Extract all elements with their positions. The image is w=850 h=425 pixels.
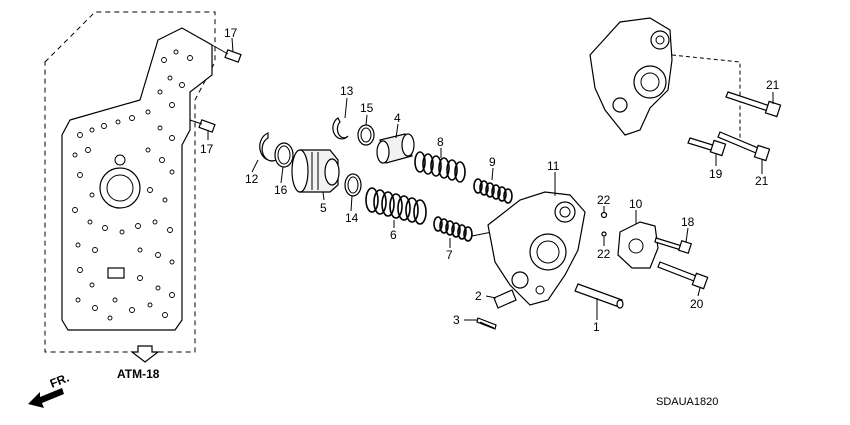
snap-ring <box>332 117 349 140</box>
callout-6: 6 <box>390 228 397 242</box>
bolt <box>725 91 782 118</box>
callout-4: 4 <box>394 111 401 125</box>
reference-label: ATM-18 <box>117 367 160 381</box>
callout-21-lower: 21 <box>755 174 769 188</box>
bolt <box>654 237 693 255</box>
bolt <box>717 131 771 162</box>
callout-5: 5 <box>320 201 327 215</box>
washer <box>601 231 607 237</box>
callout-2: 2 <box>475 289 482 303</box>
spring <box>433 216 473 242</box>
callout-18: 18 <box>681 215 695 229</box>
callout-16: 16 <box>274 183 288 197</box>
callout-10: 10 <box>629 197 643 211</box>
front-direction-arrow <box>28 388 64 408</box>
callout-12: 12 <box>245 172 259 186</box>
callout-22-upper: 22 <box>597 193 611 207</box>
spring <box>365 187 427 225</box>
reference-arrow <box>130 345 160 363</box>
callout-21-upper: 21 <box>766 78 780 92</box>
leader-lines <box>207 37 774 321</box>
bolt <box>657 261 709 290</box>
accumulator-body <box>487 191 586 306</box>
spring <box>473 178 513 204</box>
bolt <box>687 137 727 157</box>
callout-3: 3 <box>453 313 460 327</box>
callout-17-upper: 17 <box>224 26 238 40</box>
snap-ring <box>259 132 277 162</box>
callout-15: 15 <box>360 101 374 115</box>
accumulator-piston <box>291 149 340 193</box>
callout-17-lower: 17 <box>200 142 214 156</box>
callout-14: 14 <box>345 211 359 225</box>
callout-9: 9 <box>489 155 496 169</box>
callout-13: 13 <box>340 84 354 98</box>
callout-19: 19 <box>709 167 723 181</box>
direction-label: FR. <box>48 371 71 391</box>
callout-11: 11 <box>547 159 560 173</box>
diagram-code: SDAUA1820 <box>656 396 718 408</box>
upper-accumulator-body <box>589 17 673 136</box>
callout-labels: 17 17 13 15 4 8 9 11 12 16 5 14 6 7 22 2… <box>200 26 780 334</box>
callout-22-lower: 22 <box>597 247 611 261</box>
callout-1: 1 <box>593 320 600 334</box>
spring <box>414 151 466 183</box>
accumulator-cover <box>617 221 659 269</box>
callout-20: 20 <box>690 297 704 311</box>
clip-pin <box>476 317 497 330</box>
check-valve <box>493 289 517 309</box>
callout-7: 7 <box>446 248 453 262</box>
valve-sleeve <box>376 133 415 164</box>
valve-pin <box>574 283 624 309</box>
callout-8: 8 <box>437 135 444 149</box>
separator-plate <box>44 11 242 353</box>
washer <box>600 211 608 219</box>
